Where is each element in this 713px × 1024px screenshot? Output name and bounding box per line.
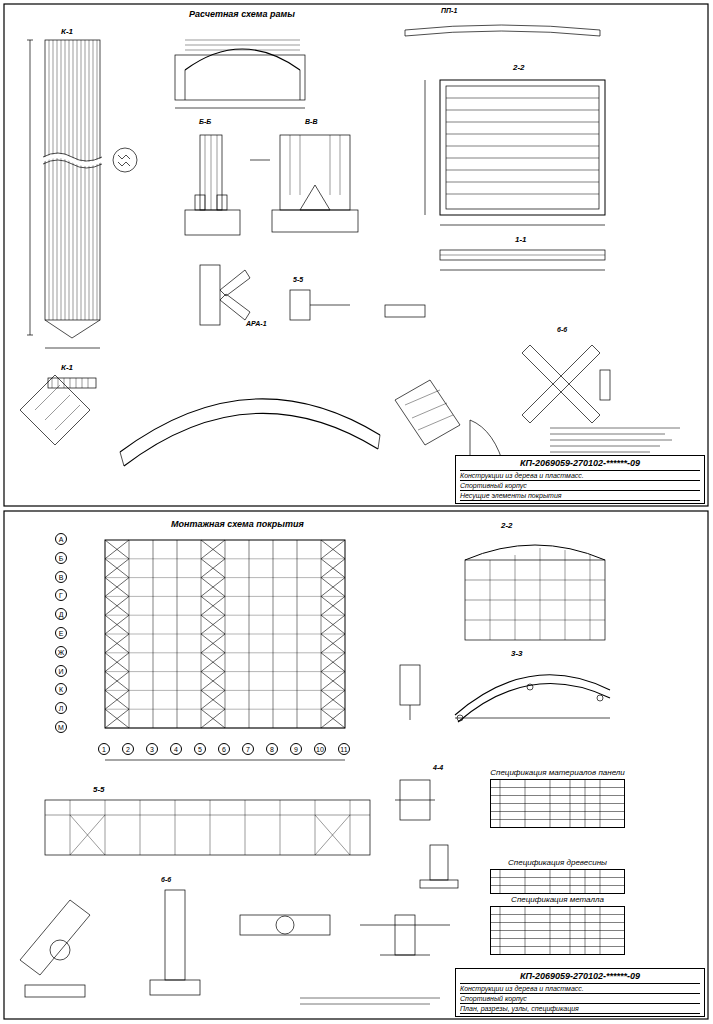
stamp-text: План, разрезы, узлы, спецификация xyxy=(460,1004,700,1014)
stamp-text: КП-2069059-270102-******-09 xyxy=(460,971,700,984)
label-text: 1-1 xyxy=(514,236,528,245)
axis-bubble: 6 xyxy=(218,743,230,755)
stamp-text: Спортивный корпус xyxy=(460,481,700,491)
axis-label: 10 xyxy=(316,746,324,753)
spec-table: Спецификация древесины xyxy=(490,858,625,895)
axis-bubble: Л xyxy=(55,702,67,714)
label-text: 2-2 xyxy=(512,64,526,73)
axis-bubble: И xyxy=(55,665,67,677)
label-text: ПП-1 xyxy=(440,7,458,15)
label-text: 3-3 xyxy=(510,650,524,659)
axis-label: 6 xyxy=(222,746,226,753)
axis-bubble: 10 xyxy=(314,743,326,755)
table-grid xyxy=(490,779,625,829)
axis-label: И xyxy=(58,668,63,675)
title-block: КП-2069059-270102-******-09Конструкции и… xyxy=(455,968,705,1017)
axis-bubble: А xyxy=(55,533,67,545)
table-heading: Спецификация металла xyxy=(490,895,625,906)
axis-bubble: М xyxy=(55,721,67,733)
axis-bubble: К xyxy=(55,683,67,695)
spec-table: Спецификация материалов панели xyxy=(490,768,625,829)
axis-bubble: 9 xyxy=(290,743,302,755)
axis-label: Д xyxy=(59,611,64,618)
axis-bubble: 11 xyxy=(338,743,350,755)
label-text: АРА-1 xyxy=(245,320,268,328)
label-text: 2-2 xyxy=(500,522,514,531)
axis-label: Б xyxy=(59,555,64,562)
label-text: 5-5 xyxy=(92,786,106,795)
axis-bubble: 8 xyxy=(266,743,278,755)
axis-label: 5 xyxy=(198,746,202,753)
axis-bubble: 5 xyxy=(194,743,206,755)
axis-bubble: 7 xyxy=(242,743,254,755)
label-text: 4-4 xyxy=(432,764,444,772)
axis-label: 3 xyxy=(150,746,154,753)
axis-label: 4 xyxy=(174,746,178,753)
label-text: Б-Б xyxy=(198,118,212,126)
stamp-text: Несущие элементы покрытия xyxy=(460,491,700,501)
spec-table: Спецификация металла xyxy=(490,895,625,956)
stamp-text: Конструкции из дерева и пластмасс. xyxy=(460,471,700,481)
table-grid xyxy=(490,869,625,895)
title-block: КП-2069059-270102-******-09Конструкции и… xyxy=(455,455,705,504)
table-heading: Спецификация древесины xyxy=(490,858,625,869)
label-text: Расчетная схема рамы xyxy=(188,10,296,20)
axis-bubble: Г xyxy=(55,589,67,601)
label-text: К-1 xyxy=(60,364,74,373)
axis-bubble: 3 xyxy=(146,743,158,755)
axis-label: А xyxy=(59,536,64,543)
label-text: В-В xyxy=(304,118,318,126)
axis-bubble: Ж xyxy=(55,646,67,658)
axis-label: Ж xyxy=(58,649,64,656)
axis-label: 9 xyxy=(294,746,298,753)
stamp-text: КП-2069059-270102-******-09 xyxy=(460,458,700,471)
axis-label: М xyxy=(58,724,64,731)
axis-bubble: Б xyxy=(55,552,67,564)
label-text: Монтажная схема покрытия xyxy=(170,520,305,530)
axis-label: В xyxy=(59,574,64,581)
axis-bubble: 4 xyxy=(170,743,182,755)
axis-label: 1 xyxy=(102,746,106,753)
axis-bubble: В xyxy=(55,571,67,583)
stamp-text: Спортивный корпус xyxy=(460,994,700,1004)
axis-bubble: 1 xyxy=(98,743,110,755)
axis-label: Г xyxy=(59,592,63,599)
axis-label: 11 xyxy=(340,746,347,753)
table-heading: Спецификация материалов панели xyxy=(490,768,625,779)
axis-label: Е xyxy=(59,630,64,637)
axis-bubble: Е xyxy=(55,627,67,639)
table-grid xyxy=(490,906,625,956)
label-text: 5-5 xyxy=(292,276,304,284)
label-text: 6-6 xyxy=(556,326,568,334)
axis-label: 2 xyxy=(126,746,130,753)
label-text: 6-6 xyxy=(160,876,172,884)
axis-bubble: 2 xyxy=(122,743,134,755)
label-text: К-1 xyxy=(60,28,74,37)
axis-bubble: Д xyxy=(55,608,67,620)
axis-label: Л xyxy=(59,705,64,712)
stamp-text: Конструкции из дерева и пластмасс. xyxy=(460,984,700,994)
axis-label: 7 xyxy=(246,746,250,753)
axis-label: 8 xyxy=(270,746,274,753)
axis-label: К xyxy=(59,686,63,693)
